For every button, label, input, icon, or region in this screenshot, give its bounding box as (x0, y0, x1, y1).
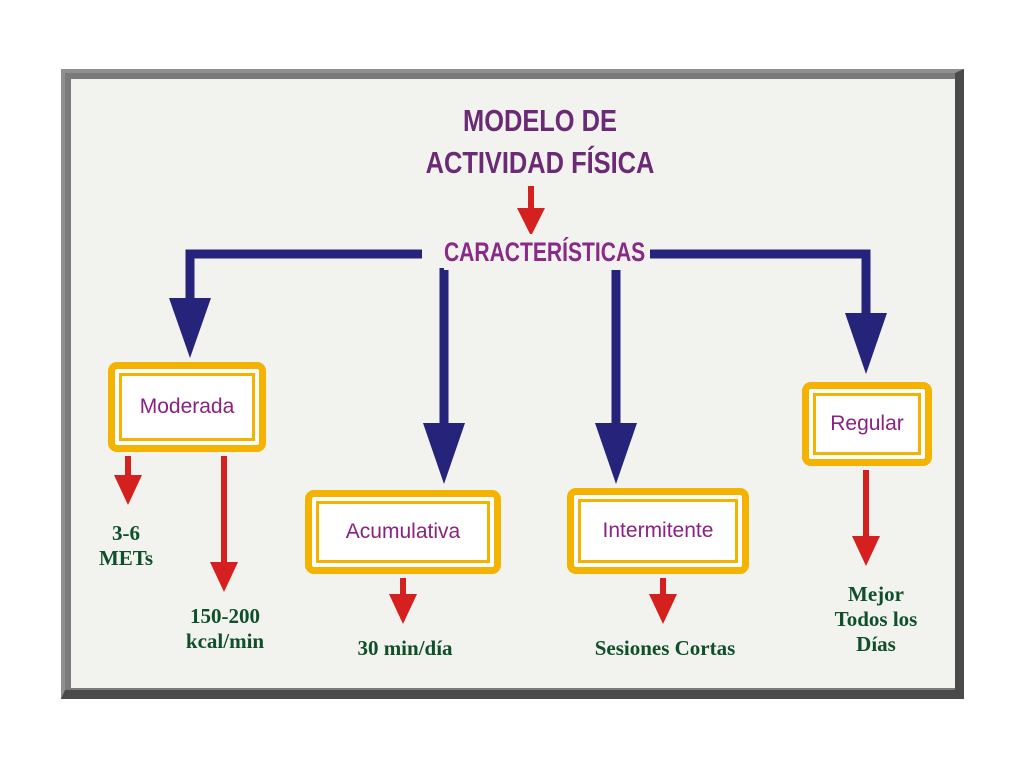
box-label-intermitente: Intermitente (578, 499, 738, 563)
detail-sesiones: Sesiones Cortas (594, 636, 736, 660)
connector-right-line (650, 249, 871, 320)
arrow-head-intermitente (595, 423, 637, 484)
characteristics-heading: CARACTERÍSTICAS (443, 234, 645, 270)
arrow-head-moderada (169, 298, 211, 358)
red-arrow-head-mets (114, 475, 142, 505)
red-arrow-head-title (517, 208, 545, 236)
box-label-regular: Regular (813, 393, 921, 455)
arrow-head-acumulativa (423, 423, 465, 484)
box-label-acumulativa: Acumulativa (316, 501, 490, 563)
red-arrow-head-sesiones (649, 594, 677, 624)
arrow-head-regular (845, 313, 887, 374)
red-arrow-head-kcal (210, 562, 238, 592)
red-arrow-head-30min (389, 594, 417, 624)
diagram-title-line1: MODELO DE (463, 103, 617, 138)
detail-30min: 30 min/día (357, 636, 453, 660)
box-label-moderada: Moderada (119, 373, 255, 441)
box-intermitente: Intermitente (567, 488, 749, 574)
connector-left-line (185, 249, 422, 300)
detail-mejor: Mejor Todos los Días (834, 582, 918, 656)
detail-kcal: 150-200 kcal/min (185, 604, 265, 653)
box-regular: Regular (802, 382, 932, 466)
box-acumulativa: Acumulativa (305, 490, 501, 574)
red-arrow-head-mejor (852, 536, 880, 566)
detail-mets: 3-6 METs (98, 521, 154, 570)
box-moderada: Moderada (108, 362, 266, 452)
diagram-title-line2: ACTIVIDAD FÍSICA (425, 145, 655, 180)
